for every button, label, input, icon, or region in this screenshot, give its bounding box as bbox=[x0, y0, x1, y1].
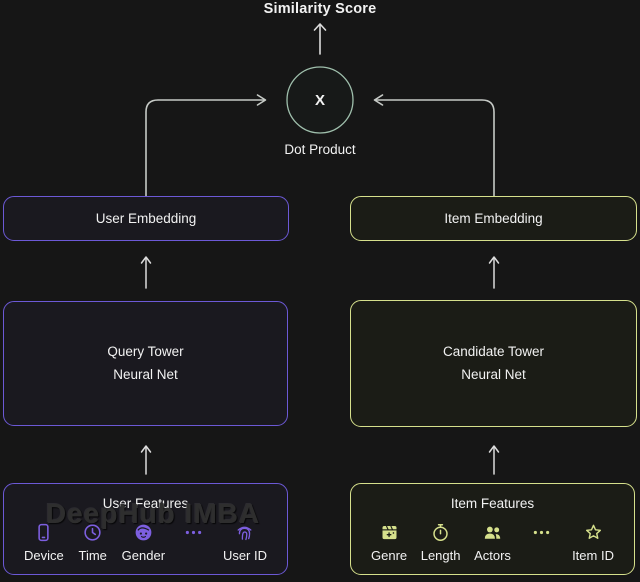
item-features-row: Genre Length Actors bbox=[351, 511, 634, 563]
item-features-title: Item Features bbox=[450, 496, 535, 511]
query-tower-line1: Query Tower bbox=[107, 344, 184, 360]
candidate-tower-line2: Neural Net bbox=[461, 367, 526, 382]
feature-time: Time bbox=[76, 522, 110, 563]
arrow-querytower-to-embedding bbox=[140, 256, 152, 289]
user-features-node: User Features Device Time bbox=[3, 483, 288, 575]
candidate-tower-node: Candidate Tower Neural Net bbox=[350, 300, 637, 427]
clock-icon bbox=[84, 524, 101, 541]
similarity-score-label: Similarity Score bbox=[263, 1, 377, 17]
feature-user-id: User ID bbox=[223, 522, 267, 563]
feature-length: Length bbox=[420, 522, 461, 563]
arrow-candidatetower-to-embedding bbox=[488, 256, 500, 289]
item-features-node: Item Features Genre bbox=[350, 483, 635, 575]
feature-label: Item ID bbox=[572, 548, 614, 563]
dot-product-label: Dot Product bbox=[284, 141, 356, 157]
ellipsis-icon bbox=[186, 530, 202, 535]
connector-item-to-dot bbox=[373, 94, 495, 197]
face-icon bbox=[135, 524, 152, 541]
feature-label: Device bbox=[24, 548, 64, 563]
dot-product-symbol: X bbox=[314, 91, 325, 109]
connector-user-to-dot bbox=[145, 94, 267, 197]
user-embedding-node: User Embedding bbox=[3, 196, 289, 241]
query-tower-node: Query Tower Neural Net bbox=[3, 301, 288, 426]
feature-more-user bbox=[177, 522, 211, 563]
feature-label: Time bbox=[78, 548, 107, 563]
feature-actors: Actors bbox=[474, 522, 511, 563]
feature-label: Gender bbox=[121, 548, 166, 563]
feature-label: User ID bbox=[222, 548, 267, 563]
feature-device: Device bbox=[24, 522, 64, 563]
feature-label: Actors bbox=[474, 548, 511, 563]
clapperboard-icon bbox=[382, 525, 397, 540]
fingerprint-icon bbox=[238, 526, 252, 541]
star-icon bbox=[585, 524, 601, 539]
feature-item-id: Item ID bbox=[572, 522, 614, 563]
actors-icon bbox=[484, 526, 501, 539]
item-embedding-label: Item Embedding bbox=[444, 211, 543, 226]
query-tower-line2: Neural Net bbox=[113, 367, 178, 382]
feature-gender: Gender bbox=[122, 522, 165, 563]
user-features-row: Device Time Gender bbox=[4, 511, 287, 563]
arrow-userfeatures-to-tower bbox=[140, 445, 152, 475]
phone-icon bbox=[38, 523, 50, 542]
arrow-dot-to-score bbox=[313, 23, 327, 55]
user-embedding-label: User Embedding bbox=[95, 211, 197, 226]
feature-label: Length bbox=[420, 548, 461, 563]
feature-genre: Genre bbox=[371, 522, 407, 563]
feature-label: Genre bbox=[371, 548, 408, 563]
dot-product-circle bbox=[286, 66, 354, 134]
ellipsis-icon bbox=[533, 530, 550, 535]
candidate-tower-line1: Candidate Tower bbox=[442, 344, 545, 360]
user-features-title: User Features bbox=[102, 496, 189, 511]
arrow-itemfeatures-to-tower bbox=[488, 445, 500, 475]
stopwatch-icon bbox=[433, 524, 448, 541]
watermark: DeepHub IMBA bbox=[46, 498, 261, 529]
item-embedding-node: Item Embedding bbox=[350, 196, 637, 241]
feature-more-item bbox=[524, 522, 558, 563]
